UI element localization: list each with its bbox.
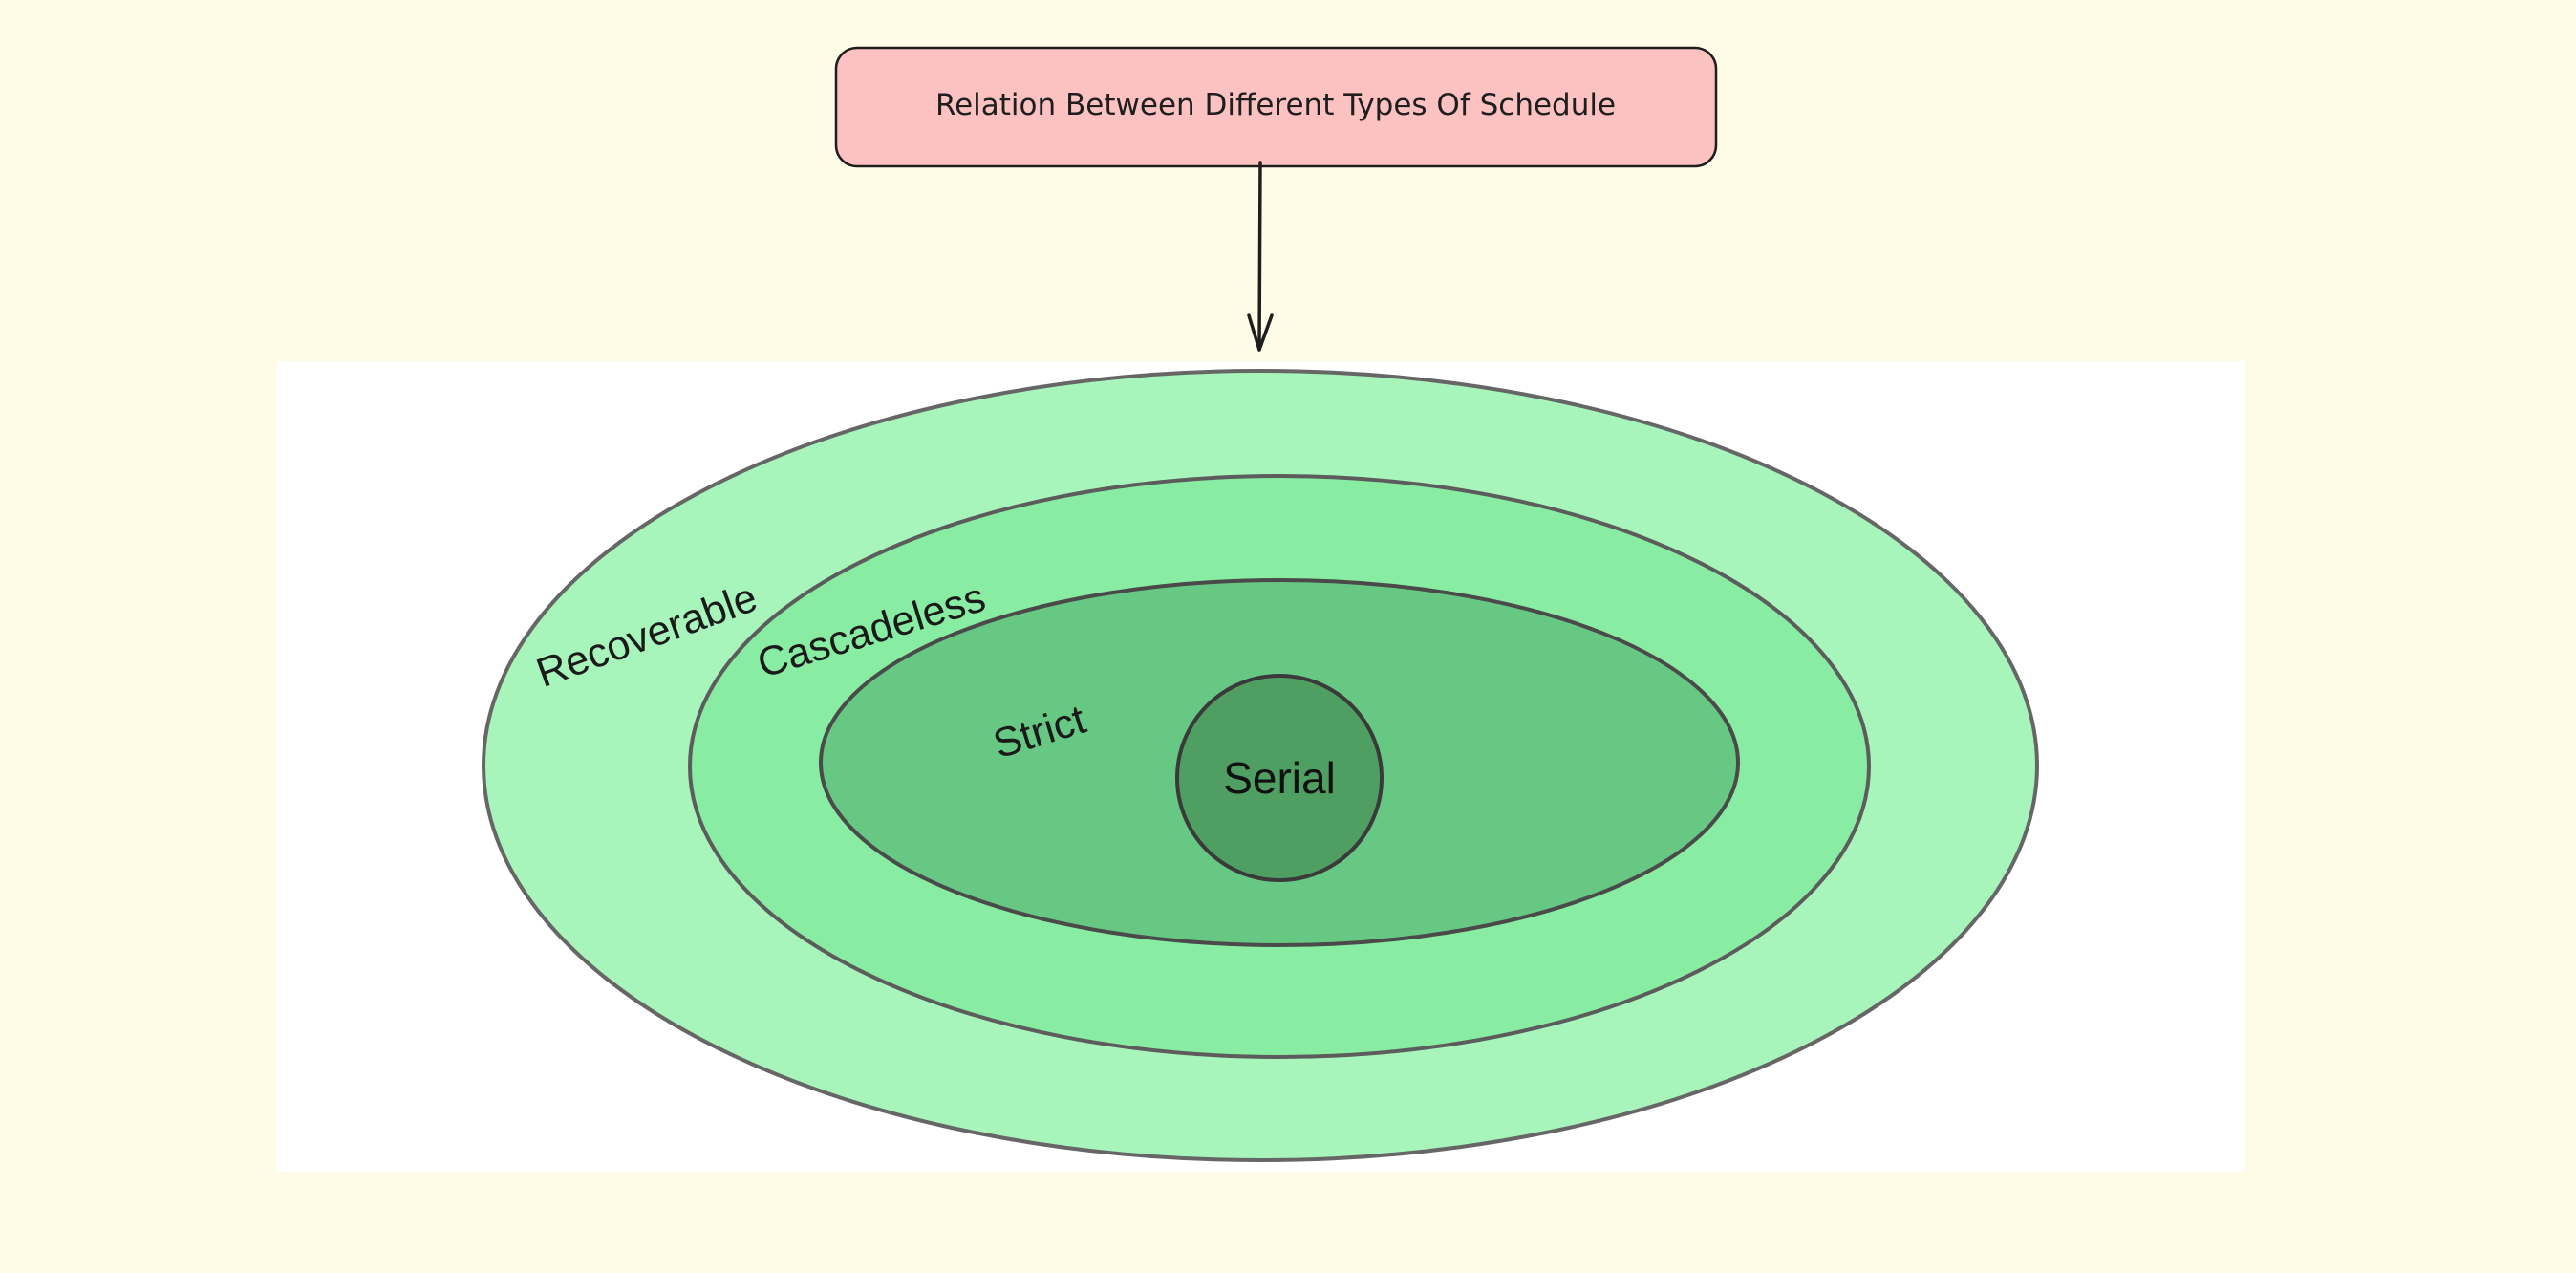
arrow-shaft [1257,161,1262,352]
arrowhead-icon [1247,313,1274,352]
connector-arrow[interactable] [1247,161,1274,352]
label-serial: Serial [1223,753,1336,803]
title-box[interactable]: Relation Between Different Types Of Sche… [834,46,1718,168]
title-box-shape [834,46,1718,168]
diagram-title: Relation Between Different Types Of Sche… [935,88,1616,122]
set-serial[interactable] [1175,674,1384,882]
